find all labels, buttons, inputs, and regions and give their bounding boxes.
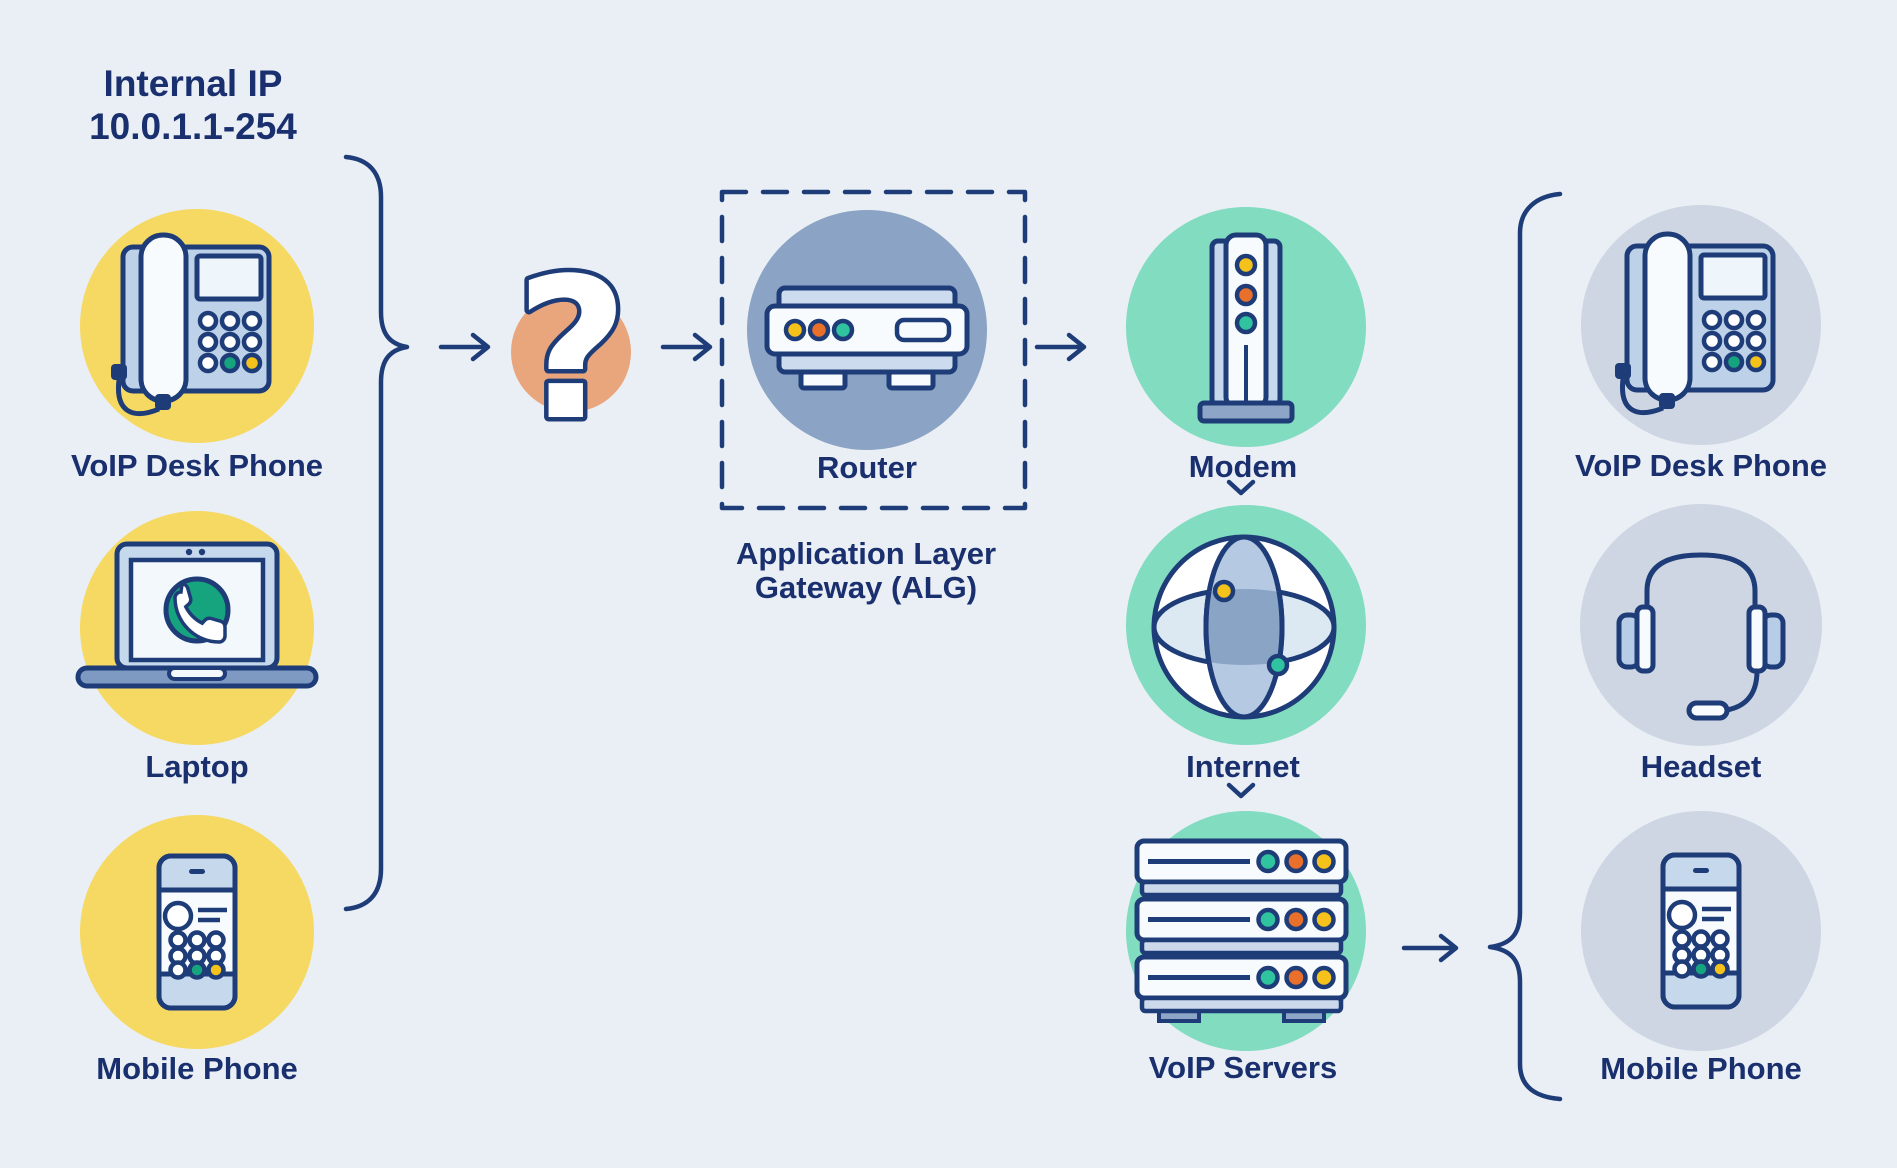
label-laptop: Laptop: [145, 749, 249, 784]
label-internet: Internet: [1186, 749, 1300, 784]
label-voip-servers: VoIP Servers: [1148, 1050, 1338, 1085]
arrow-alg-to-modem-icon: [1034, 332, 1087, 362]
alg-caption-line1: Application Layer: [735, 536, 997, 571]
node-laptop: [75, 508, 319, 748]
left-brace: [343, 154, 410, 912]
node-headset: [1580, 504, 1822, 746]
server-stack-icon: [1126, 811, 1366, 1051]
right-brace: [1487, 191, 1563, 1102]
label-headset: Headset: [1640, 749, 1762, 784]
internal-ip-title-line1: Internal IP: [103, 63, 283, 104]
node-voip-desk-phone-left: [77, 206, 317, 446]
modem-icon: [1126, 207, 1366, 447]
laptop-icon: [75, 511, 319, 745]
voip-desk-phone-icon: [80, 209, 314, 443]
mobile-phone-icon: [1581, 811, 1821, 1051]
label-voip-desk-phone-left: VoIP Desk Phone: [70, 448, 324, 483]
node-mobile-phone-left: [77, 812, 317, 1052]
alg-caption-line2: Gateway (ALG): [754, 570, 978, 605]
label-voip-desk-phone-right: VoIP Desk Phone: [1574, 448, 1828, 483]
internal-ip-title: Internal IP 10.0.1.1-254: [60, 62, 326, 148]
arrow-servers-to-devices-icon: [1401, 933, 1459, 963]
mobile-phone-icon: [80, 815, 314, 1049]
router-icon: [747, 210, 987, 450]
label-modem: Modem: [1188, 449, 1298, 484]
internal-ip-title-line2: 10.0.1.1-254: [89, 106, 297, 147]
voip-desk-phone-icon: [1581, 205, 1821, 445]
node-mobile-phone-right: [1581, 811, 1821, 1051]
question-mark-glyph: ?: [515, 236, 628, 463]
label-mobile-phone-left: Mobile Phone: [96, 1051, 298, 1086]
node-modem: [1126, 207, 1366, 447]
node-voip-servers: [1126, 811, 1366, 1051]
headset-icon: [1580, 504, 1822, 746]
alg-caption: Application Layer Gateway (ALG): [656, 537, 1076, 605]
label-router: Router: [817, 450, 917, 485]
node-router: [747, 210, 987, 450]
internet-globe-icon: [1126, 505, 1366, 745]
question-mark-icon: ?: [511, 232, 633, 468]
label-mobile-phone-right: Mobile Phone: [1600, 1051, 1802, 1086]
node-question: ?: [451, 232, 691, 472]
node-voip-desk-phone-right: [1581, 205, 1821, 445]
chevron-internet-to-servers-icon: [1226, 782, 1256, 799]
node-internet: [1126, 505, 1366, 745]
